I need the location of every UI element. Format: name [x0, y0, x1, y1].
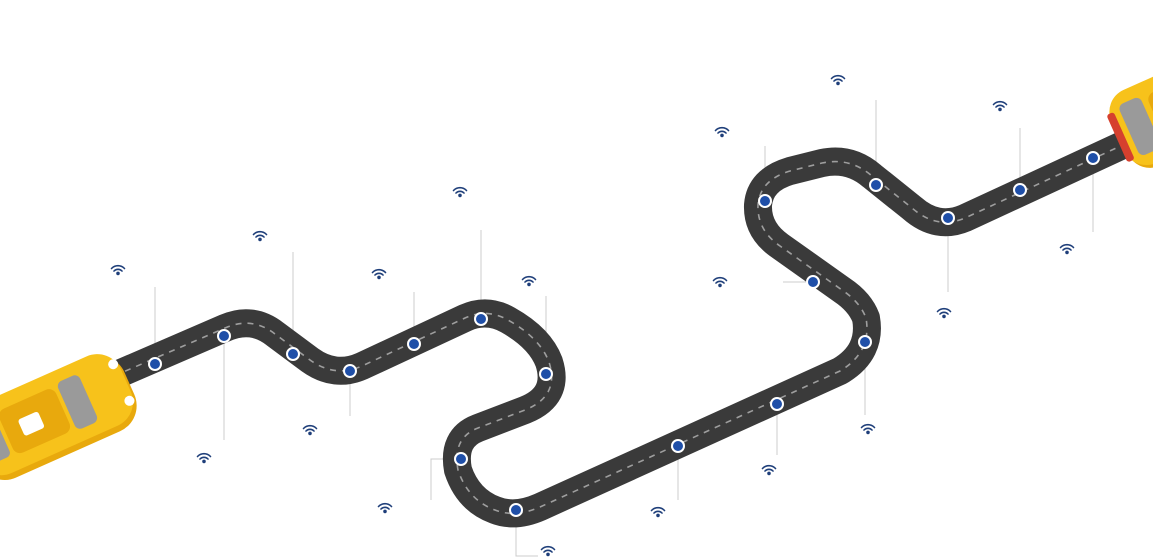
- milestone-dot[interactable]: [148, 357, 162, 371]
- wifi-icon: [252, 230, 268, 242]
- milestone-dot[interactable]: [1086, 151, 1100, 165]
- car-rear-window: [1119, 97, 1153, 155]
- car-headlight: [124, 395, 135, 406]
- taxi-car-right: [1107, 66, 1153, 168]
- taxi-sign: [18, 411, 45, 436]
- wifi-icon: [452, 186, 468, 198]
- wifi-icon: [860, 423, 876, 435]
- milestone-dot[interactable]: [286, 347, 300, 361]
- milestone-dot[interactable]: [407, 337, 421, 351]
- wifi-icon: [1059, 243, 1075, 255]
- wifi-icon: [761, 464, 777, 476]
- wifi-icon: [371, 268, 387, 280]
- car-rear-bumper: [1107, 112, 1134, 162]
- wifi-icon: [992, 100, 1008, 112]
- wifi-icon: [712, 276, 728, 288]
- car-rear-window: [0, 416, 10, 462]
- wifi-icon: [714, 126, 730, 138]
- wifi-icon: [110, 264, 126, 276]
- milestone-dot[interactable]: [758, 194, 772, 208]
- milestone-dot[interactable]: [869, 178, 883, 192]
- milestone-dot[interactable]: [806, 275, 820, 289]
- milestones: [148, 151, 1100, 517]
- wifi-icon: [936, 307, 952, 319]
- milestone-dot[interactable]: [539, 367, 553, 381]
- wifi-icon: [830, 74, 846, 86]
- wifi-icon: [540, 545, 556, 557]
- milestone-dot[interactable]: [509, 503, 523, 517]
- wifi-icon: [196, 452, 212, 464]
- car-headlight: [108, 359, 119, 370]
- winding-road: [64, 124, 1146, 528]
- road-surface: [64, 124, 1146, 528]
- milestone-dot[interactable]: [454, 452, 468, 466]
- milestone-dot[interactable]: [858, 335, 872, 349]
- connector-lines: [154, 100, 1094, 557]
- milestone-dot[interactable]: [1013, 183, 1027, 197]
- milestone-dot[interactable]: [217, 329, 231, 343]
- taxi-car-left: [0, 354, 137, 481]
- milestone-dot[interactable]: [941, 211, 955, 225]
- milestone-dot[interactable]: [474, 312, 488, 326]
- lane-markings: [69, 136, 1141, 515]
- milestone-dot[interactable]: [770, 397, 784, 411]
- milestone-dot[interactable]: [671, 439, 685, 453]
- wifi-icon: [302, 424, 318, 436]
- car-windshield: [57, 375, 98, 429]
- wifi-icon: [650, 506, 666, 518]
- wifi-icon: [377, 502, 393, 514]
- milestone-dot[interactable]: [343, 364, 357, 378]
- wifi-icon: [521, 275, 537, 287]
